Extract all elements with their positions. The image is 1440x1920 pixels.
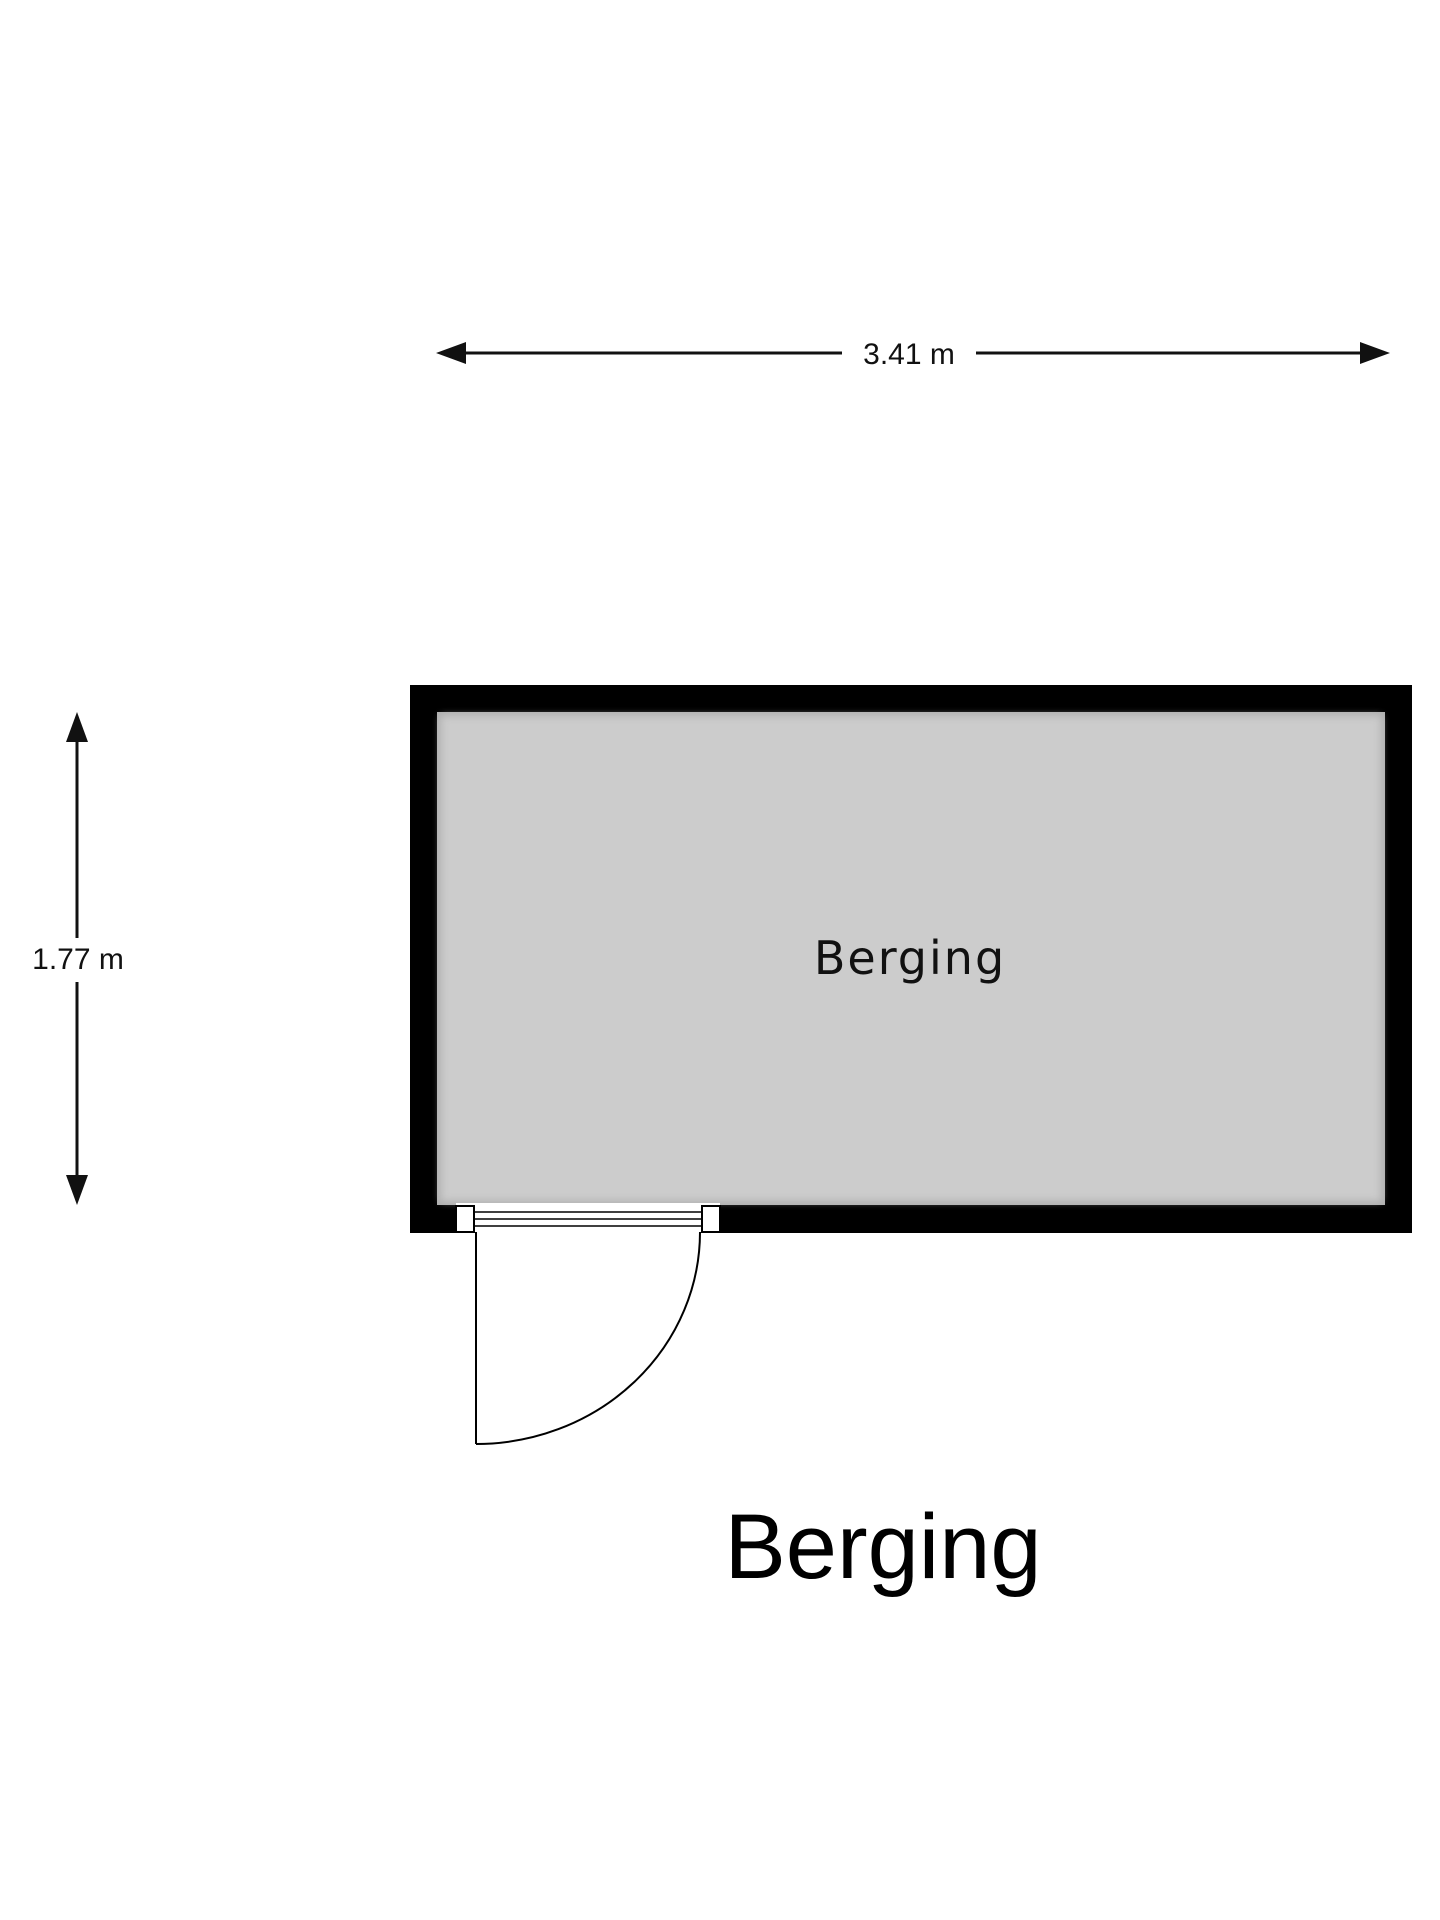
door [455,1203,721,1445]
room-berging: Berging [410,685,1412,1233]
arrow-left-icon [436,342,466,364]
door-jamb-right [701,1205,721,1233]
width-dimension: 3.41 m [436,338,1390,371]
width-label: 3.41 m [863,338,955,371]
plan-title: Berging [724,1496,1041,1598]
height-label: 1.77 m [32,943,124,976]
room-floor [441,716,1381,1201]
arrow-right-icon [1360,342,1390,364]
arrow-down-icon [66,1175,88,1205]
arrow-up-icon [66,712,88,742]
height-dimension: 1.77 m [32,712,124,1205]
door-swing-arc [475,1231,701,1445]
room-label: Berging [814,931,1006,985]
door-jamb-left [455,1205,475,1233]
